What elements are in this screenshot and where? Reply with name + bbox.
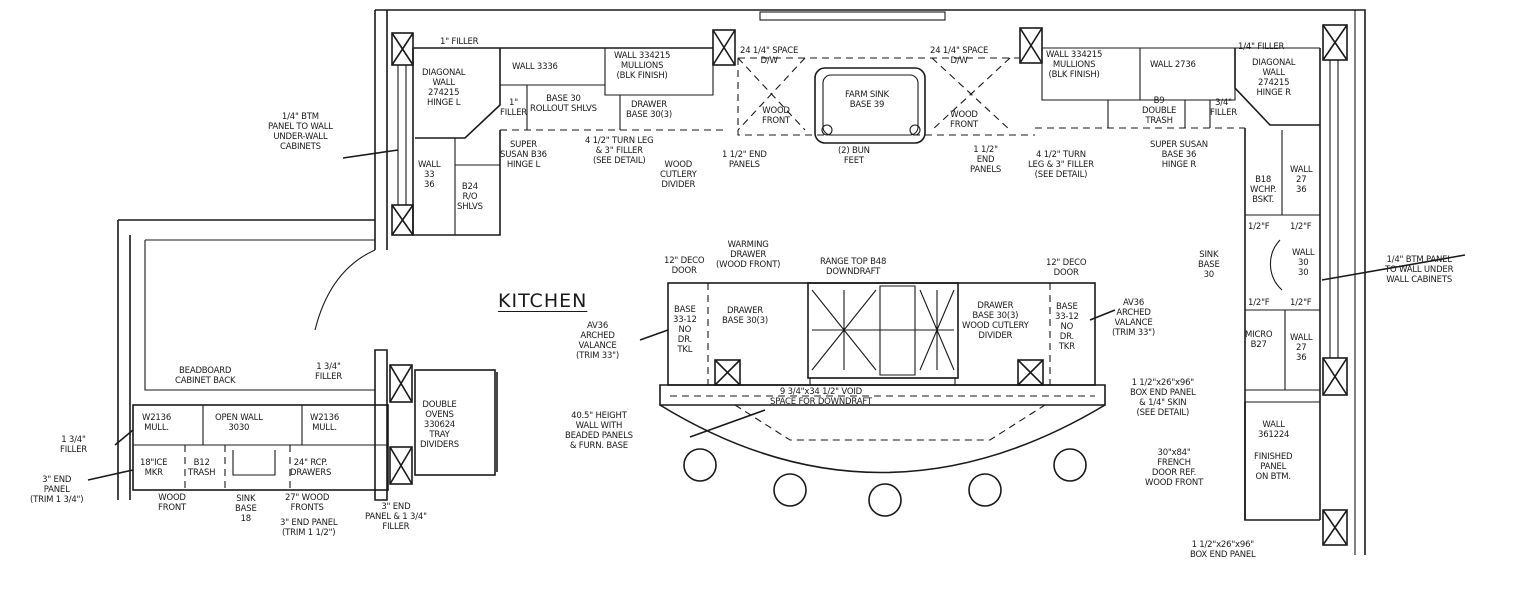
label-french-door-ref: 30"x84" FRENCH DOOR REF. WOOD FRONT xyxy=(1145,448,1204,488)
sink-wall-cabinets xyxy=(737,57,1035,144)
island xyxy=(659,282,1106,517)
label-half-filler: 1/2"F xyxy=(1290,298,1312,308)
label-beadboard: BEADBOARD CABINET BACK xyxy=(175,366,236,386)
label-filler-134-left: 1 3/4" FILLER xyxy=(60,435,87,455)
label-super-susan-right: SUPER SUSAN BASE 36 HINGE R xyxy=(1150,140,1208,170)
window xyxy=(759,11,946,21)
label-drawer-base-left: DRAWER BASE 30(3) xyxy=(626,100,672,120)
label-end-panel-trim: 3" END PANEL (TRIM 1 1/2") xyxy=(280,518,338,538)
label-end-panels-left: 1 1/2" END PANELS xyxy=(722,150,767,170)
label-void-space: 9 3/4"x34 1/2" VOID SPACE FOR DOWNDRAFT xyxy=(770,387,872,407)
label-double-trash: B9 DOUBLE TRASH xyxy=(1142,96,1177,126)
label-half-filler: 1/2"F xyxy=(1248,298,1270,308)
label-valance-right: AV36 ARCHED VALANCE (TRIM 33") xyxy=(1112,298,1155,338)
label-micro: MICRO B27 xyxy=(1245,330,1273,350)
label-wall-3030: WALL 30 30 xyxy=(1292,248,1315,278)
label-filler-34: 3/4" FILLER xyxy=(1210,98,1237,118)
upper-right-cabinets xyxy=(1035,47,1321,521)
lazy-susan-arc xyxy=(1269,239,1283,291)
leader-lines xyxy=(87,149,1466,481)
label-base-3312-left: BASE 33-12 NO DR. TKL xyxy=(673,305,697,355)
label-turn-leg-right: 4 1/2" TURN LEG & 3" FILLER (SEE DETAIL) xyxy=(1028,150,1094,180)
label-b18: B18 WCHP. BSKT. xyxy=(1250,175,1277,205)
label-wall-2736: WALL 2736 xyxy=(1150,60,1196,70)
label-box-end-panel: 1 1/2"x26"x96" BOX END PANEL xyxy=(1190,540,1256,560)
room-title: KITCHEN xyxy=(498,290,588,312)
label-filler-1in: 1" FILLER xyxy=(500,98,527,118)
label-island-wall: 40.5" HEIGHT WALL WITH BEADED PANELS & F… xyxy=(565,411,633,451)
label-sink-base-30: SINK BASE 30 xyxy=(1198,250,1220,280)
label-bun-feet: (2) BUN FEET xyxy=(838,146,870,166)
walls xyxy=(117,9,1366,555)
label-diagonal-wall-right: DIAGONAL WALL 274215 HINGE R xyxy=(1252,58,1296,98)
label-finished-panel: FINISHED PANEL ON BTM. xyxy=(1254,452,1293,482)
label-farm-sink: FARM SINK BASE 39 xyxy=(845,90,889,110)
label-btm-panel-right: 1/4" BTM PANEL TO WALL UNDER WALL CABINE… xyxy=(1385,255,1454,285)
door-swing xyxy=(314,249,376,331)
label-wall-2736-vert: WALL 27 36 xyxy=(1290,165,1313,195)
label-wall-3336-vert: WALL 33 36 xyxy=(418,160,441,190)
label-b12-trash: B12 TRASH xyxy=(188,458,216,478)
label-end-panels-right: 1 1/2" END PANELS xyxy=(970,145,1002,175)
label-filler-14: 1/4" FILLER xyxy=(1238,42,1285,52)
label-wall-mullions-left: WALL 334215 MULLIONS (BLK FINISH) xyxy=(614,51,671,81)
bottom-left-cabinets xyxy=(132,369,498,491)
label-dw-space-right: 24 1/4" SPACE D/W xyxy=(930,46,989,66)
label-b24: B24 R/O SHLVS xyxy=(457,182,483,212)
column-posts xyxy=(389,24,1348,546)
label-base-30-rollout: BASE 30 ROLLOUT SHLVS xyxy=(530,94,597,114)
label-wall-2736-lower: WALL 27 36 xyxy=(1290,333,1313,363)
label-half-filler: 1/2"F xyxy=(1248,222,1270,232)
label-btm-panel-left: 1/4" BTM PANEL TO WALL UNDER-WALL CABINE… xyxy=(268,112,333,152)
label-valance-left: AV36 ARCHED VALANCE (TRIM 33") xyxy=(576,321,619,361)
label-rcp-drawers: 24" RCP. DRAWERS xyxy=(290,458,332,478)
label-wood-front-bottom: WOOD FRONT xyxy=(158,493,187,513)
label-super-susan-left: SUPER SUSAN B36 HINGE L xyxy=(500,140,547,170)
label-wood-fronts-27: 27" WOOD FRONTS xyxy=(285,493,330,513)
label-box-end-panel-skin: 1 1/2"x26"x96" BOX END PANEL & 1/4" SKIN… xyxy=(1130,378,1196,418)
label-base-3312-right: BASE 33-12 NO DR. TKR xyxy=(1055,302,1079,352)
label-ice-maker: 18"ICE MKR xyxy=(140,458,168,478)
label-cutlery-divider: WOOD CUTLERY DIVIDER xyxy=(660,160,697,190)
label-w2136-left: W2136 MULL. xyxy=(142,413,172,433)
label-wall-361224: WALL 361224 xyxy=(1258,420,1290,440)
label-deco-door-right: 12" DECO DOOR xyxy=(1046,258,1087,278)
label-diagonal-wall-left: DIAGONAL WALL 274215 HINGE L xyxy=(422,68,466,108)
label-filler: 1" FILLER xyxy=(440,37,479,47)
label-drawer-base-island-right: DRAWER BASE 30(3) WOOD CUTLERY DIVIDER xyxy=(962,301,1029,341)
label-deco-door-left: 12" DECO DOOR xyxy=(664,256,705,276)
label-sink-base-18: SINK BASE 18 xyxy=(235,494,257,524)
label-warming-drawer: WARMING DRAWER (WOOD FRONT) xyxy=(716,240,781,270)
label-wood-front-left: WOOD FRONT xyxy=(762,106,791,126)
label-dw-space-left: 24 1/4" SPACE D/W xyxy=(740,46,799,66)
label-filler-134-top: 1 3/4" FILLER xyxy=(315,362,342,382)
label-open-wall: OPEN WALL 3030 xyxy=(215,413,263,433)
label-w2136-right: W2136 MULL. xyxy=(310,413,340,433)
label-double-ovens: DOUBLE OVENS 330624 TRAY DIVIDERS xyxy=(420,400,459,450)
label-end-panel-filler: 3" END PANEL & 1 3/4" FILLER xyxy=(365,502,427,532)
label-turn-leg-left: 4 1/2" TURN LEG & 3" FILLER (SEE DETAIL) xyxy=(585,136,654,166)
label-half-filler: 1/2"F xyxy=(1290,222,1312,232)
label-wall-mullions-right: WALL 334215 MULLIONS (BLK FINISH) xyxy=(1046,50,1103,80)
upper-left-cabinets xyxy=(412,47,728,236)
label-end-panel-left: 3" END PANEL (TRIM 1 3/4") xyxy=(30,475,84,505)
label-range-top: RANGE TOP B48 DOWNDRAFT xyxy=(820,257,887,277)
label-drawer-base-island-left: DRAWER BASE 30(3) xyxy=(722,306,768,326)
label-wall-3336: WALL 3336 xyxy=(512,62,558,72)
label-wood-front-right: WOOD FRONT xyxy=(950,110,979,130)
